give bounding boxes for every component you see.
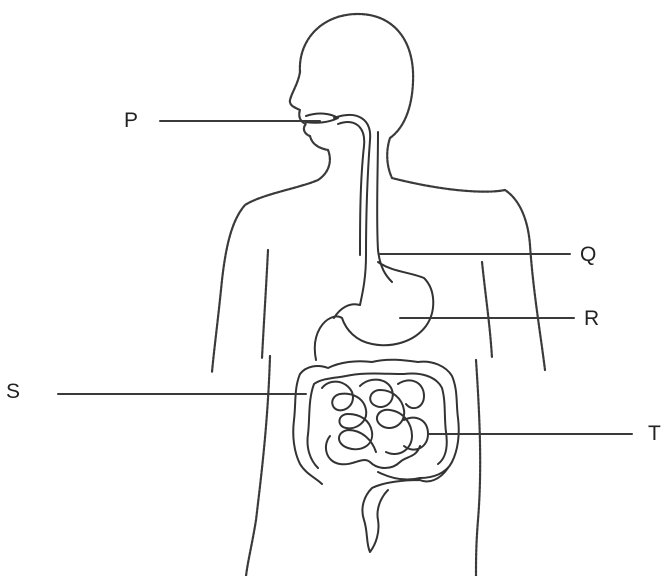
right-torso-side xyxy=(476,360,480,576)
label-p: P xyxy=(124,110,138,131)
label-q: Q xyxy=(580,244,596,265)
label-r: R xyxy=(584,308,599,329)
label-t: T xyxy=(648,423,661,444)
left-torso-side xyxy=(246,356,270,576)
small-intestine xyxy=(322,380,428,468)
right-arm-inner-line xyxy=(482,262,492,358)
left-arm-inner-line xyxy=(262,250,268,358)
stomach xyxy=(315,262,433,360)
esophagus-outer xyxy=(377,132,392,282)
large-intestine xyxy=(293,360,459,552)
label-s: S xyxy=(6,381,20,402)
face-outline xyxy=(212,72,330,372)
esophagus-right-wall xyxy=(338,122,364,255)
